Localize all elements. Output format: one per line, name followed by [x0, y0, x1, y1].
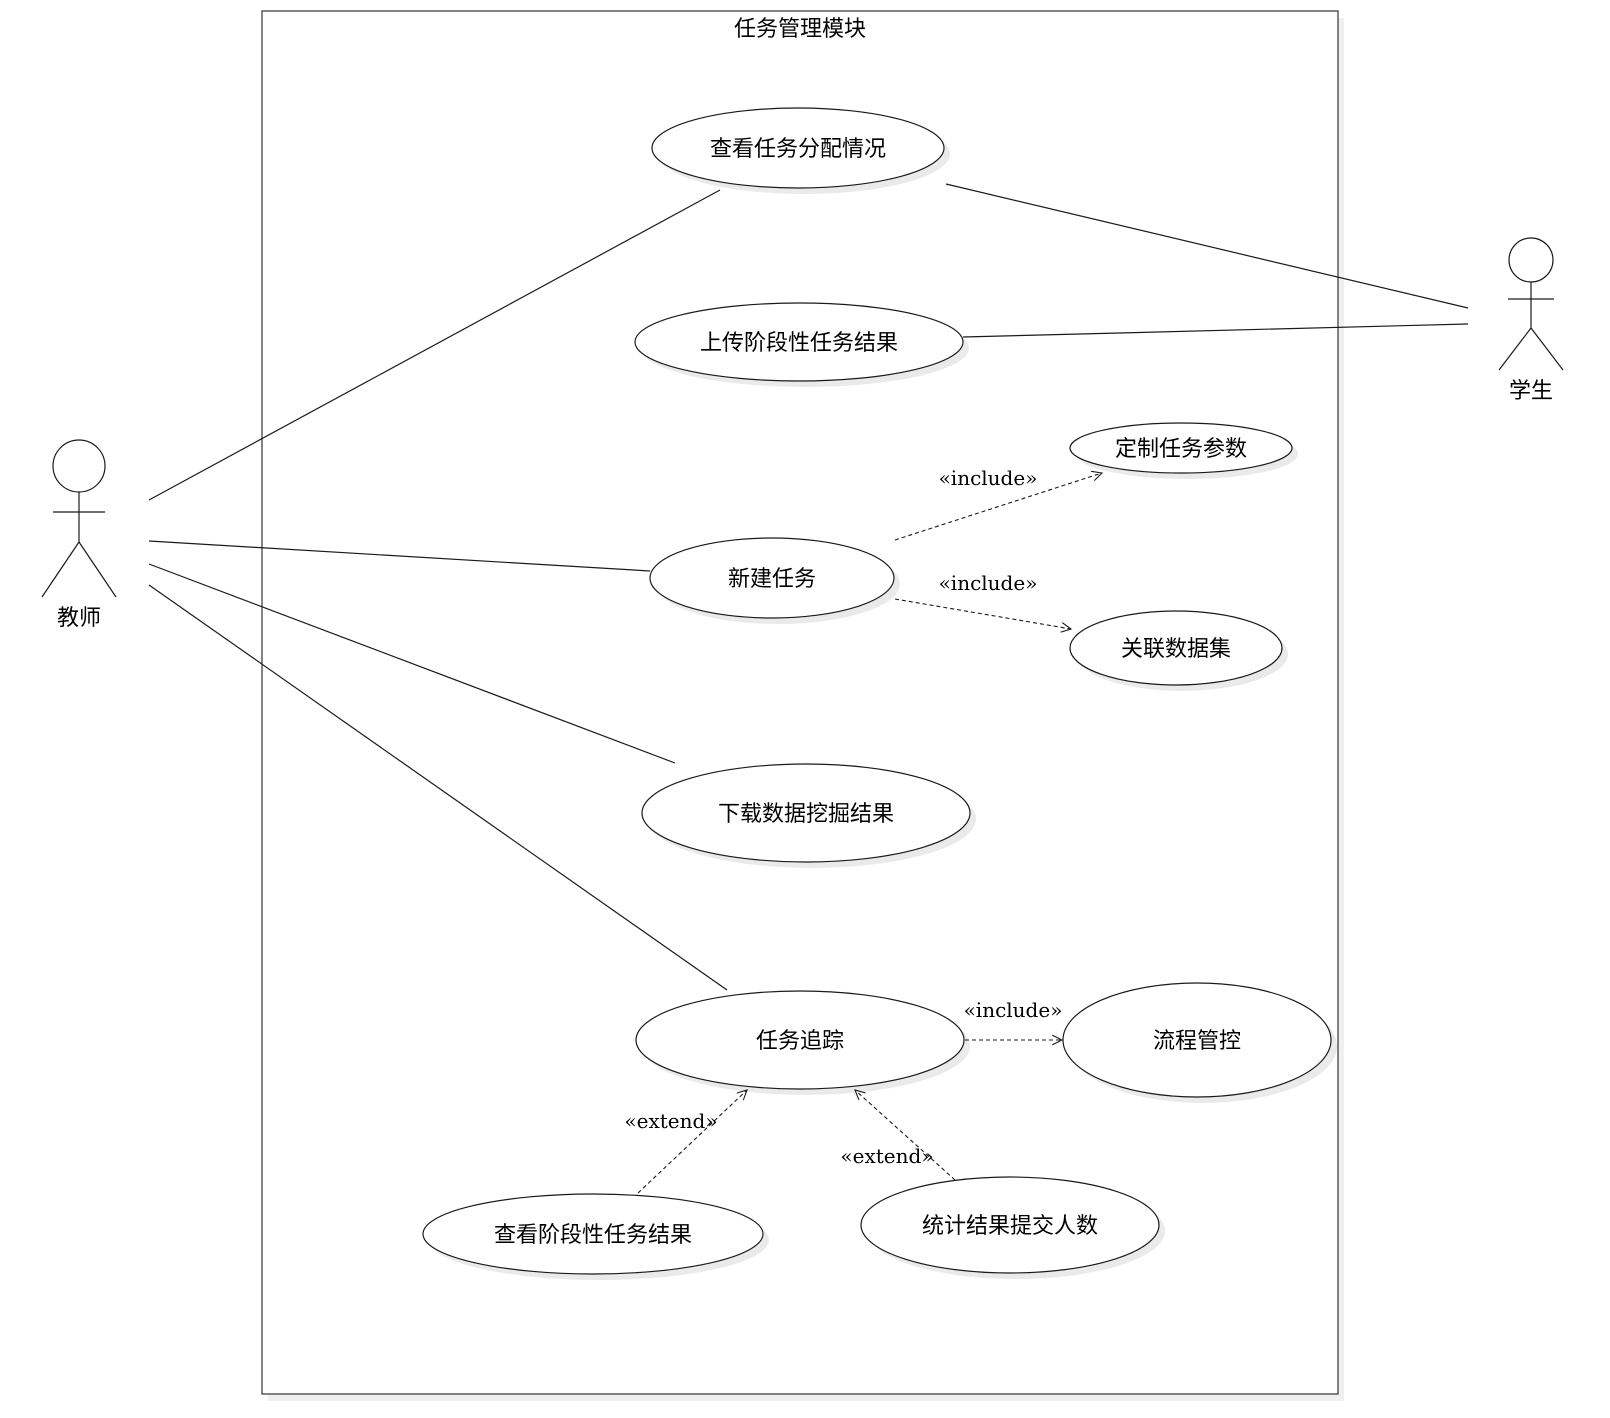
assoc-teacher-view-assignment — [148, 189, 721, 501]
use-case-upload-stage-results[interactable]: 上传阶段性任务结果 — [634, 302, 969, 387]
use-case-label: 上传阶段性任务结果 — [700, 331, 898, 356]
include-label: «include» — [964, 998, 1063, 1022]
use-case-customize-params[interactable]: 定制任务参数 — [1069, 422, 1298, 479]
assoc-teacher-download — [148, 563, 676, 764]
include-label: «include» — [939, 466, 1038, 490]
dependencies: «include» «include» «include» «extend» «… — [624, 466, 1102, 1194]
teacher-label: 教师 — [57, 606, 101, 631]
use-case-label: 统计结果提交人数 — [922, 1214, 1098, 1239]
extend-label: «extend» — [624, 1109, 717, 1133]
assoc-student-upload — [962, 323, 1469, 338]
use-case-label: 查看任务分配情况 — [710, 137, 886, 162]
system-boundary: 任务管理模块 — [261, 10, 1344, 1401]
use-case-link-dataset[interactable]: 关联数据集 — [1069, 610, 1288, 691]
use-case-label: 定制任务参数 — [1115, 437, 1247, 462]
student-label: 学生 — [1509, 379, 1553, 404]
assoc-teacher-tracking — [148, 584, 728, 991]
use-case-download-mining-results[interactable]: 下载数据挖掘结果 — [641, 763, 976, 868]
extend-label: «extend» — [840, 1144, 933, 1168]
associations — [148, 183, 1469, 991]
include-arrow-customize — [894, 473, 1102, 541]
use-case-count-submitters[interactable]: 统计结果提交人数 — [860, 1176, 1165, 1279]
assoc-teacher-new-task — [148, 540, 651, 572]
extend-arrow-view-stage — [637, 1090, 747, 1194]
include-arrow-link-dataset — [894, 598, 1071, 629]
use-case-new-task[interactable]: 新建任务 — [649, 537, 900, 624]
system-title: 任务管理模块 — [734, 17, 866, 42]
assoc-student-view-assignment — [945, 183, 1469, 309]
use-case-task-tracking[interactable]: 任务追踪 — [635, 990, 970, 1095]
use-case-label: 查看阶段性任务结果 — [494, 1223, 692, 1248]
use-case-label: 关联数据集 — [1121, 637, 1231, 662]
use-case-label: 新建任务 — [728, 567, 816, 592]
use-case-label: 任务追踪 — [756, 1029, 844, 1054]
use-case-view-assignment[interactable]: 查看任务分配情况 — [651, 107, 950, 194]
include-label: «include» — [939, 571, 1038, 595]
use-case-process-control[interactable]: 流程管控 — [1062, 982, 1337, 1103]
use-case-label: 流程管控 — [1153, 1029, 1241, 1054]
use-case-label: 下载数据挖掘结果 — [718, 802, 894, 827]
student-actor[interactable]: 学生 — [1498, 237, 1564, 404]
teacher-actor[interactable]: 教师 — [41, 439, 117, 631]
extend-arrow-count-submitters — [855, 1090, 956, 1181]
use-case-view-stage-results[interactable]: 查看阶段性任务结果 — [422, 1193, 769, 1280]
